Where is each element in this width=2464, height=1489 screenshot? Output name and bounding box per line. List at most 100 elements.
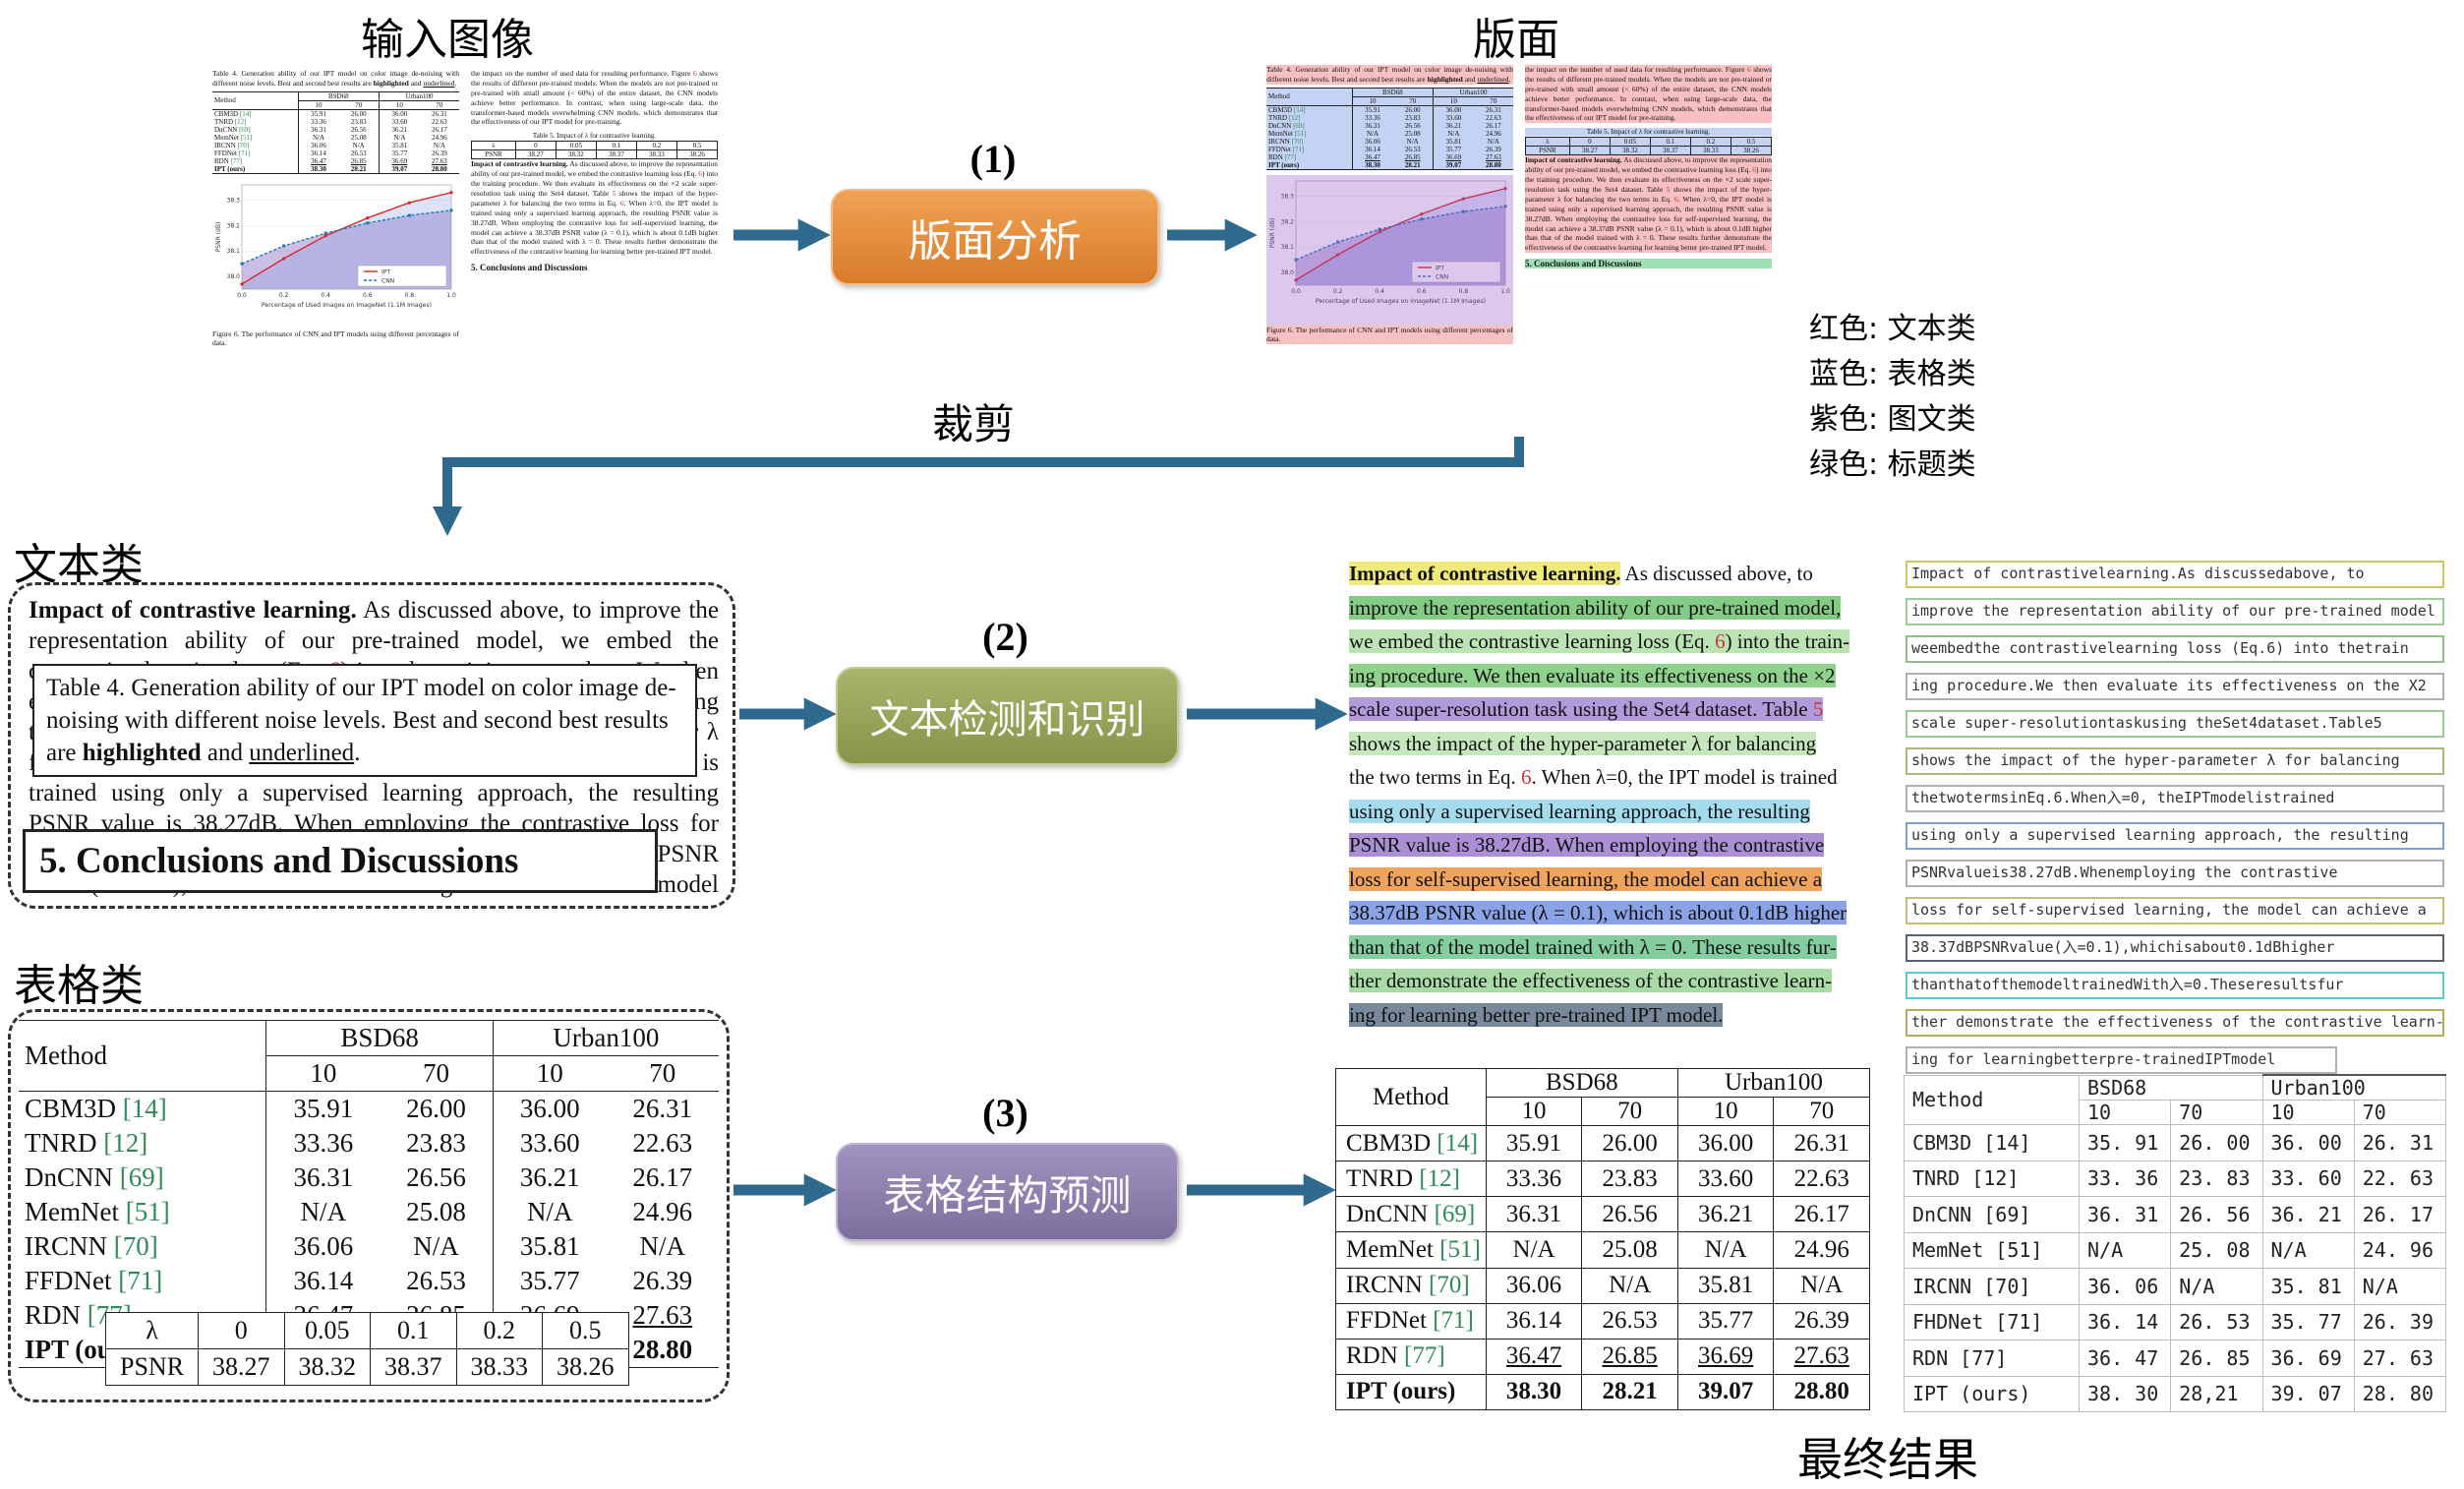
table5-crop: λ 0 0.05 0.1 0.2 0.5 PSNR 38.27 38.32 38… <box>104 1312 629 1386</box>
cell: N/A <box>1581 1267 1678 1304</box>
svg-text:0.0: 0.0 <box>237 292 247 299</box>
cell: 28.80 <box>1486 160 1501 169</box>
cropped-conclusions-heading: 5. Conclusions and Discussions <box>23 829 658 893</box>
svg-text:0.4: 0.4 <box>321 292 330 299</box>
column-header: 70 <box>1392 96 1435 106</box>
cell: 26.17 <box>1773 1196 1870 1233</box>
cell: N/A <box>1487 137 1499 146</box>
cell: FFDNet [71] <box>19 1264 267 1298</box>
cell: 0.1 <box>370 1312 457 1349</box>
cell: FFDNet [71] <box>212 149 299 157</box>
text-segment: shows the results of different pre-train… <box>471 69 718 127</box>
text-segment: 6 <box>692 69 697 78</box>
cell: 36.06 <box>1485 1267 1583 1304</box>
cell: 26. 53 <box>2170 1303 2263 1340</box>
cell: 0.05 <box>555 141 597 151</box>
cell: 27.63 <box>1486 152 1501 161</box>
cell: 35.81 <box>391 141 408 149</box>
text-segment: 38.37dB PSNR value (λ = 0.1), which is a… <box>1349 901 1848 924</box>
cell: 22.63 <box>432 117 447 126</box>
cell: MemNet [51] <box>1904 1231 2080 1269</box>
svg-text:0.6: 0.6 <box>363 292 373 299</box>
column-header: 70 <box>1473 96 1513 106</box>
cell: 38.30 <box>311 164 326 173</box>
cell: 26.00 <box>1581 1124 1678 1162</box>
cell: 26.53 <box>1392 145 1435 153</box>
cell: TNRD [12] <box>1266 113 1353 122</box>
cell: 35.77 <box>519 1266 580 1295</box>
cell: 26.17 <box>1486 121 1501 130</box>
column-header: 10 <box>379 100 420 110</box>
cell: 36.21 <box>1445 121 1462 130</box>
document-left-column: Table 4. Generation ability of our IPT m… <box>1266 65 1513 344</box>
column-header: 70 <box>338 100 381 110</box>
citation-ref: [14] <box>122 1094 167 1123</box>
text-segment: Impact of contrastive learning. <box>29 597 357 624</box>
detected-text-line: 38.37dB PSNR value (λ = 0.1), which is a… <box>1349 896 1885 930</box>
cell: 28.80 <box>632 1335 693 1364</box>
cell: TNRD [12] <box>1904 1160 2080 1197</box>
cell: 36.47 <box>1365 152 1380 161</box>
cell: 36.14 <box>311 149 326 157</box>
cell: 26.53 <box>380 1264 494 1298</box>
cell: 27. 63 <box>2353 1340 2447 1377</box>
conclusions-heading: 5. Conclusions and Discussions <box>1525 259 1772 269</box>
citation-ref: [69] <box>1293 121 1305 130</box>
citation-ref: [51] <box>1439 1235 1481 1263</box>
cell: TNRD [12] <box>212 117 299 126</box>
layout-legend: 红色: 文本类 蓝色: 表格类 紫色: 图文类 绿色: 标题类 <box>1809 307 1976 488</box>
text-segment: Table 4. Generation ability of our IPT m… <box>46 675 676 766</box>
text-segment: ) into the training procedure. We then e… <box>1525 165 1772 195</box>
text-segment: highlighted <box>1427 74 1463 84</box>
cell: 35.77 <box>1676 1302 1775 1340</box>
cell: 36.69 <box>1676 1338 1775 1375</box>
table5-caption: Table 5. Impact of λ for contrastive lea… <box>1525 128 1772 137</box>
detected-text-line: using only a supervised learning approac… <box>1349 795 1885 829</box>
cell: N/A <box>433 141 445 149</box>
text-segment: the two terms in Eq. <box>1349 765 1521 789</box>
legend-item-text: 红色: 文本类 <box>1809 312 1976 346</box>
cell: 38.27 <box>514 149 557 160</box>
cell: N/A <box>1366 129 1379 138</box>
svg-text:Percentage of Used Images on I: Percentage of Used Images on ImageNet (1… <box>1316 298 1486 305</box>
text-segment: 6 <box>698 169 702 179</box>
column-header: Method <box>212 91 299 110</box>
text-segment: . <box>354 740 361 766</box>
recognized-text-line: ing for learningbetterpre-trainedIPTmode… <box>1906 1046 2338 1074</box>
cell: 35.77 <box>1445 145 1462 153</box>
text-class-box: Impact of contrastive learning. As discu… <box>8 582 735 909</box>
svg-text:38.1: 38.1 <box>1281 244 1295 251</box>
table5: λ 0 0.05 0.1 0.2 0.5 PSNR 38.27 38.32 38… <box>1525 137 1773 156</box>
cell: 0.5 <box>675 141 719 151</box>
citation-ref: [77] <box>1284 152 1297 161</box>
cell: N/A <box>380 1229 494 1264</box>
cell: N/A <box>2170 1268 2263 1305</box>
cell: 36.21 <box>1676 1196 1775 1233</box>
cropped-table4: Method BSD68 Urban100 10 70 10 70 CBM3D … <box>19 1020 719 1392</box>
text-segment: and <box>1462 74 1478 84</box>
text-segment: underlined <box>423 78 455 88</box>
cell: 27.63 <box>432 156 447 165</box>
cell: 26.00 <box>338 109 381 118</box>
svg-text:38.3: 38.3 <box>1281 193 1295 200</box>
svg-text:CNN: CNN <box>381 277 394 284</box>
table4-caption: Table 4. Generation ability of our IPT m… <box>212 69 459 89</box>
cell: 24.96 <box>432 133 447 142</box>
cell: 33. 60 <box>2261 1160 2355 1197</box>
text-segment: shows the results of different pre-train… <box>1525 65 1772 123</box>
svg-text:38.3: 38.3 <box>227 197 241 204</box>
input-image-label: 输入图像 <box>361 15 534 65</box>
cell: 38.27 <box>1568 146 1611 156</box>
cell: 35.91 <box>293 1094 354 1123</box>
text-segment: 6 <box>1746 65 1751 74</box>
document-page: Table 4. Generation ability of our IPT m… <box>1259 59 1780 350</box>
table4-crop: Method BSD68 Urban100 10 70 10 70 CBM3D … <box>19 1020 719 1368</box>
cell: 28.21 <box>338 164 381 173</box>
cell: FFDNet [71] <box>1266 145 1353 153</box>
svg-text:38.0: 38.0 <box>227 273 241 280</box>
